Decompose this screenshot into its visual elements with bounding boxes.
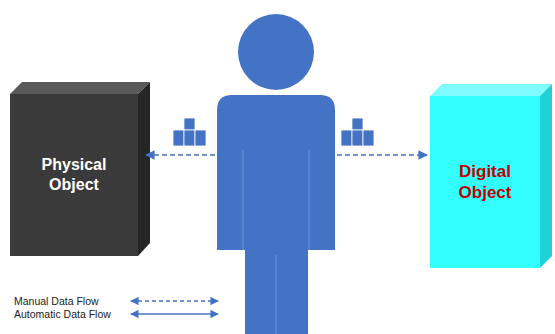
manual-flow-arrow	[313, 154, 427, 156]
person-figure	[217, 14, 335, 334]
legend-text: Automatic Data Flow	[14, 309, 111, 320]
database-icon	[341, 118, 374, 146]
box-top-face	[10, 82, 150, 94]
box-top-face	[430, 84, 552, 96]
physical-object-box: Physical Object	[10, 94, 138, 256]
node-label: Physical Object	[25, 155, 123, 195]
box-side-face	[540, 84, 552, 268]
node-label: Digital Object	[445, 161, 525, 204]
database-icon	[173, 118, 206, 146]
legend-sample-dashed	[131, 300, 218, 301]
legend-text: Manual Data Flow	[14, 296, 99, 307]
box-side-face	[138, 82, 150, 256]
legend-sample-solid	[131, 313, 218, 314]
manual-flow-arrow	[146, 154, 236, 156]
digital-object-box: Digital Object	[430, 96, 540, 268]
